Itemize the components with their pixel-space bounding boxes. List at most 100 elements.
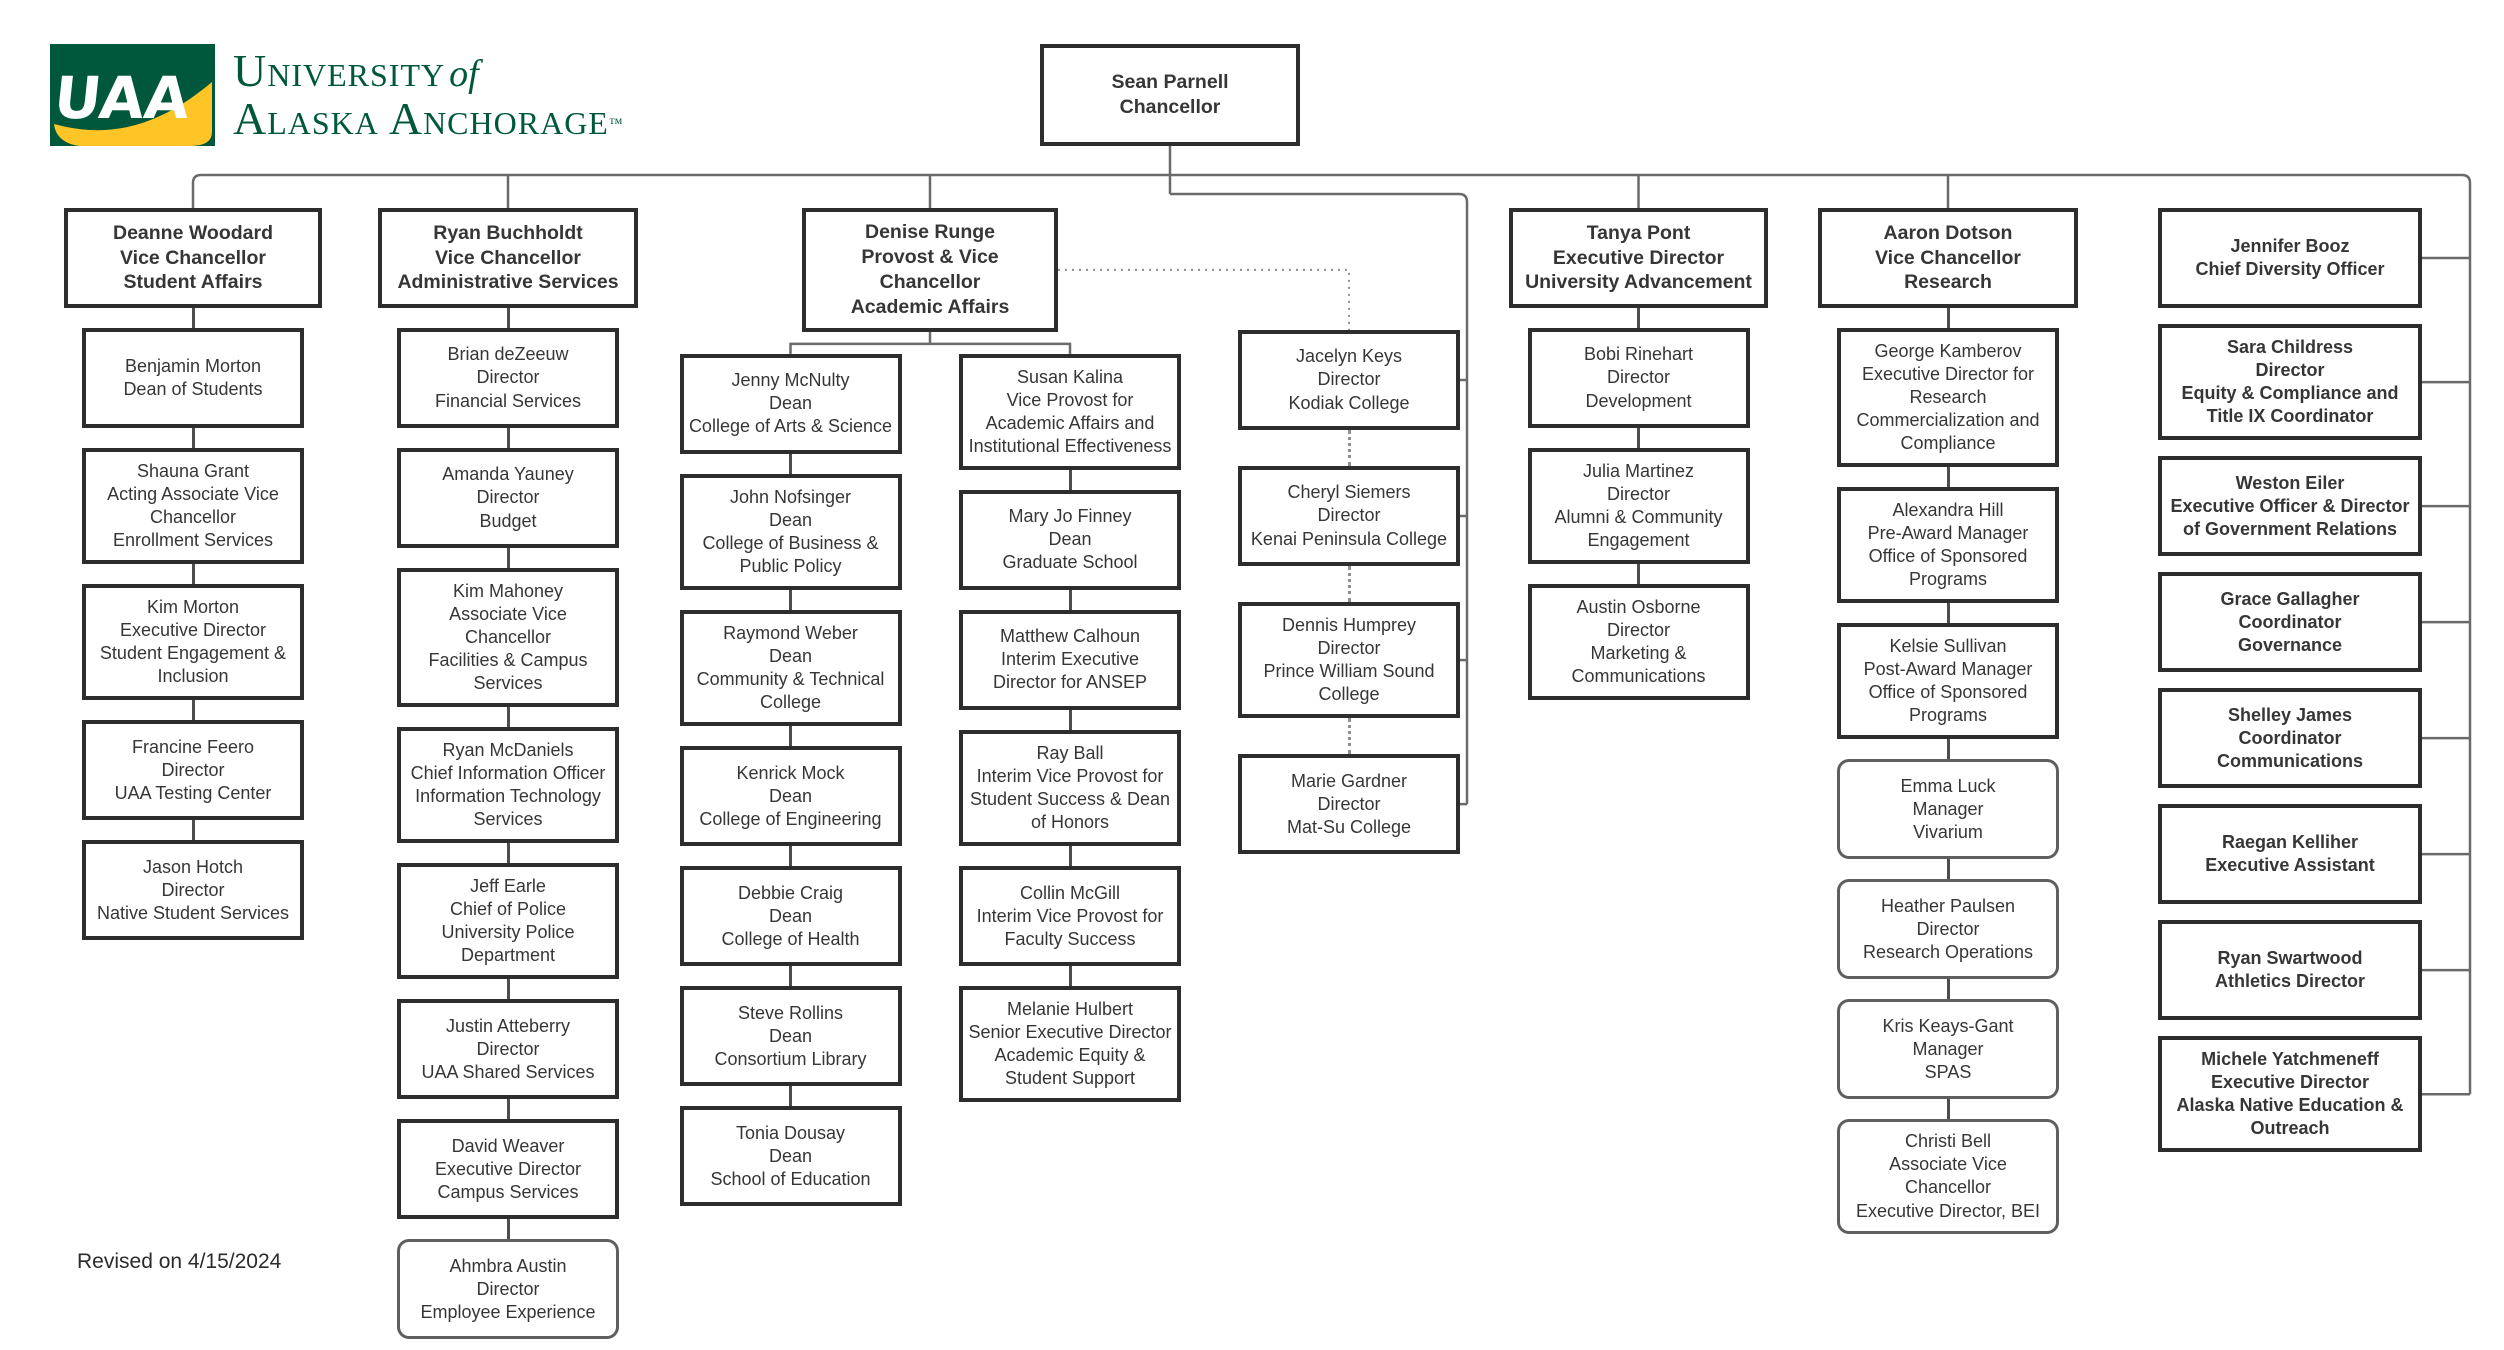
connector-path (1170, 192, 1469, 805)
connector-line (506, 428, 510, 448)
person-name: Shelley James (2227, 704, 2353, 725)
connector-line (191, 308, 195, 328)
person-role: Executive Director (119, 620, 267, 641)
person-role: Equity & Compliance and Title IX Coordin… (2181, 383, 2399, 427)
wordmark-alaska-anchorage: Alaska Anchorage (233, 93, 609, 144)
person-role: Dean (1048, 529, 1092, 550)
connector-line (1946, 979, 1950, 1000)
person-role: Director (1317, 793, 1381, 814)
person-role: Community & Technical College (696, 669, 885, 713)
connector-line (789, 726, 792, 747)
person-role: Dean (768, 1025, 813, 1046)
person-role: Mat-Su College (1286, 816, 1412, 837)
person-role: Research Operations (1862, 941, 2034, 962)
person-role: Director (1606, 620, 1670, 641)
person-role: Academic Equity & Student Support (994, 1045, 1146, 1089)
person-role: Information Technology Services (415, 786, 601, 830)
person-name: Dennis Humprey (1281, 615, 1417, 635)
person-role: Consortium Library (714, 1048, 867, 1069)
dotted-connector-line (1347, 566, 1351, 602)
person-role: Coordinator (2238, 611, 2342, 632)
person-name: Jennifer Booz (2230, 235, 2350, 256)
wordmark-of: of (449, 52, 479, 95)
connector-line (1068, 966, 1072, 987)
person-name: Bobi Rinehart (1583, 344, 1694, 365)
connector-line (789, 453, 792, 474)
person-role: Director (1317, 638, 1381, 659)
person-role: Interim Vice Provost for Faculty Success (976, 905, 1164, 949)
wordmark-university: University (233, 44, 446, 96)
connector-line (506, 843, 510, 864)
person-role: Vice Chancellor (120, 246, 266, 269)
person-role: School of Education (710, 1168, 871, 1189)
person-name: Grace Gallagher (2220, 588, 2360, 609)
connector-line (1946, 467, 1950, 488)
connector-line (191, 428, 195, 448)
person-name: Heather Paulsen (1880, 895, 2016, 916)
connector-line (506, 308, 510, 328)
connector-line (191, 700, 195, 721)
person-role: Academic Affairs (850, 295, 1010, 318)
person-role: Interim Executive Director for ANSEP (992, 649, 1148, 693)
person-role: Dean (768, 509, 813, 530)
connector-path (191, 173, 2472, 1095)
uaa-logo-mark: UAA (50, 44, 215, 146)
person-role: Campus Services (437, 1181, 579, 1202)
wordmark-line2: Alaska Anchorage™ (233, 93, 623, 144)
person-name: Tonia Dousay (735, 1122, 846, 1143)
person-name: Michele Yatchmeneff (2201, 1049, 2379, 1070)
person-name: Sara Childress (2226, 337, 2354, 357)
person-role: Dean (768, 1145, 813, 1166)
person-name: Austin Osborne (1576, 597, 1701, 618)
connector-path (789, 342, 1072, 354)
person-role: Student Affairs (123, 271, 263, 294)
uaa-logo-acronym: UAA (51, 64, 193, 132)
person-name: Susan Kalina (1016, 366, 1124, 387)
person-name: David Weaver (451, 1135, 565, 1156)
chancellor-box: Sean Parnell Chancellor (1040, 44, 1300, 146)
person-role: Director (1317, 505, 1381, 526)
person-role: Athletics Director (2214, 971, 2366, 992)
person-name: Weston Eiler (2235, 472, 2345, 493)
connector-line (789, 846, 792, 867)
person-name: Ray Ball (1036, 742, 1104, 763)
connector-line (1637, 308, 1640, 328)
person-role: Pre-Award Manager (1867, 523, 2029, 544)
person-role: Executive Director (434, 1158, 582, 1179)
person-name: Debbie Craig (737, 882, 844, 903)
person-role: Vice Provost for Academic Affairs and In… (968, 389, 1172, 456)
person-role: Office of Sponsored Programs (1868, 682, 2028, 726)
person-name: Benjamin Morton (124, 355, 262, 376)
uaa-wordmark: University of Alaska Anchorage™ (233, 44, 623, 144)
person-role: Prince William Sound College (1263, 661, 1435, 705)
person-role: Post-Award Manager (1863, 659, 2033, 680)
person-name: Deanne Woodard (113, 221, 273, 244)
person-role: Dean (768, 905, 813, 926)
person-name: Mary Jo Finney (1008, 506, 1132, 527)
person-role: Marketing & Communications (1571, 643, 1706, 687)
person-role: UAA Shared Services (421, 1061, 595, 1082)
person-role: Director (1916, 918, 1980, 939)
person-role: College of Arts & Science (688, 416, 893, 437)
person-role: SPAS (1924, 1061, 1972, 1082)
person-role: Executive Director for Research Commerci… (1856, 364, 2040, 454)
person-role: Development (1585, 390, 1692, 411)
